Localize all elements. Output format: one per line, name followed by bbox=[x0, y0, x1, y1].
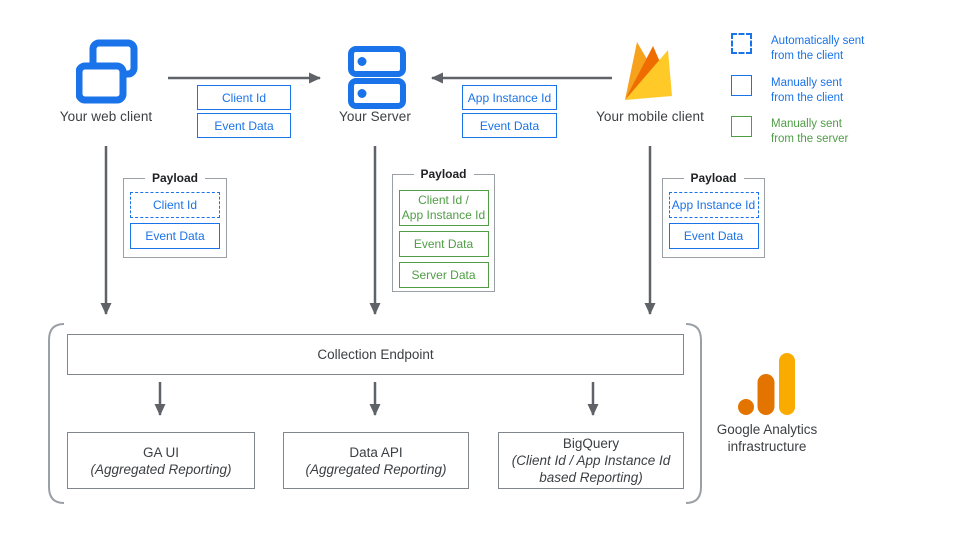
bigquery-box: BigQuery (Client Id / App Instance Id ba… bbox=[498, 432, 684, 489]
legend-label-auto-client: Automatically sent from the client bbox=[771, 35, 865, 62]
legend-swatch-solid-blue bbox=[731, 75, 752, 96]
data-api-detail: (Aggregated Reporting) bbox=[305, 461, 447, 477]
bracket-left bbox=[48, 323, 65, 504]
payload-mobile-event-data: Event Data bbox=[668, 223, 759, 249]
legend-row-manual-client: Manually sent from the client bbox=[731, 75, 843, 106]
payload-web-title: Payload bbox=[144, 171, 206, 185]
firebase-icon bbox=[625, 42, 672, 100]
payload-server-event-data: Event Data bbox=[398, 231, 489, 257]
bracket-right bbox=[685, 323, 702, 504]
mobile-client-label: Your mobile client bbox=[596, 109, 704, 124]
bigquery-detail: (Client Id / App Instance Id based Repor… bbox=[511, 453, 671, 485]
web-client-label: Your web client bbox=[59, 109, 153, 124]
web-client-icon bbox=[76, 39, 138, 104]
payload-server-title: Payload bbox=[413, 167, 474, 181]
legend-label-manual-server: Manually sent from the server bbox=[771, 118, 849, 145]
legend-swatch-solid-green bbox=[731, 116, 752, 137]
server-label: Your Server bbox=[339, 109, 411, 124]
payload-web-event-data: Event Data bbox=[130, 223, 220, 249]
payload-server: Payload Client Id / App Instance Id Even… bbox=[392, 167, 495, 292]
payload-server-client-id: Client Id / App Instance Id bbox=[398, 190, 489, 226]
ga-ui-detail: (Aggregated Reporting) bbox=[90, 461, 232, 477]
bigquery-name: BigQuery bbox=[562, 436, 620, 451]
collection-endpoint-box: Collection Endpoint bbox=[67, 334, 684, 375]
payload-mobile-app-instance-id: App Instance Id bbox=[668, 192, 759, 218]
ga-infrastructure-caption: Google Analytics infrastructure bbox=[716, 422, 818, 454]
server-icon bbox=[348, 46, 406, 109]
google-analytics-icon bbox=[738, 353, 795, 415]
legend-row-manual-server: Manually sent from the server bbox=[731, 116, 848, 147]
legend-label-manual-client: Manually sent from the client bbox=[771, 77, 844, 104]
flow-box-event-data-2: Event Data bbox=[462, 113, 557, 138]
flow-box-app-instance-id: App Instance Id bbox=[462, 85, 557, 110]
flow-box-client-id: Client Id bbox=[197, 85, 291, 110]
ga-ui-box: GA UI (Aggregated Reporting) bbox=[67, 432, 255, 489]
data-api-box: Data API (Aggregated Reporting) bbox=[283, 432, 469, 489]
legend-row-auto-client: Automatically sent from the client bbox=[731, 33, 864, 64]
payload-web: Payload Client Id Event Data bbox=[123, 171, 227, 258]
payload-mobile-title: Payload bbox=[683, 171, 744, 185]
legend-swatch-dashed-blue bbox=[731, 33, 752, 54]
data-api-name: Data API bbox=[349, 444, 403, 460]
payload-server-server-data: Server Data bbox=[398, 262, 489, 288]
payload-mobile: Payload App Instance Id Event Data bbox=[662, 171, 765, 258]
payload-web-client-id: Client Id bbox=[130, 192, 220, 218]
flow-box-event-data: Event Data bbox=[197, 113, 291, 138]
ga-ui-name: GA UI bbox=[142, 444, 179, 460]
